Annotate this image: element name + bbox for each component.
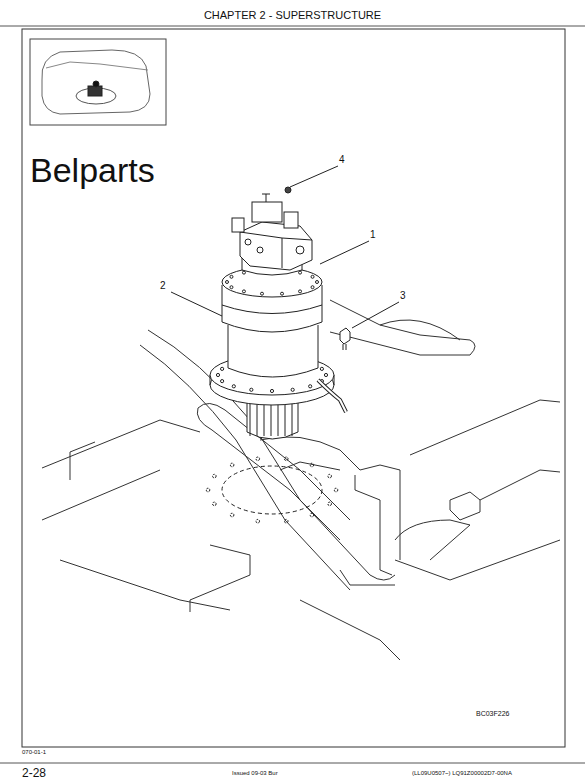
- callout-number: 1: [370, 229, 376, 240]
- chapter-title: CHAPTER 2 - SUPERSTRUCTURE: [204, 9, 381, 21]
- footer-rule: [0, 763, 585, 764]
- leader-lines: [171, 166, 399, 328]
- page-number: 2-28: [22, 767, 46, 780]
- frame-beams: [42, 300, 560, 660]
- section-code: 070-01-1: [22, 749, 46, 756]
- mounting-circle: [222, 466, 322, 514]
- callout-number: 4: [339, 154, 345, 165]
- figure-code: BC03F226: [476, 710, 509, 718]
- callout-number: 2: [160, 280, 166, 291]
- issue-note: Issued 09-03 Bur: [232, 770, 278, 777]
- locator-inset: [30, 39, 166, 125]
- header-rule: [0, 26, 585, 27]
- mounting-holes: [206, 457, 338, 523]
- callout-number: 3: [400, 290, 406, 301]
- swing-motor: [210, 187, 350, 439]
- watermark: Belparts: [30, 152, 155, 189]
- document-code: (LL09U0507~) LQ91Z00002D7-00NA: [412, 770, 512, 777]
- figure-frame: [22, 29, 565, 747]
